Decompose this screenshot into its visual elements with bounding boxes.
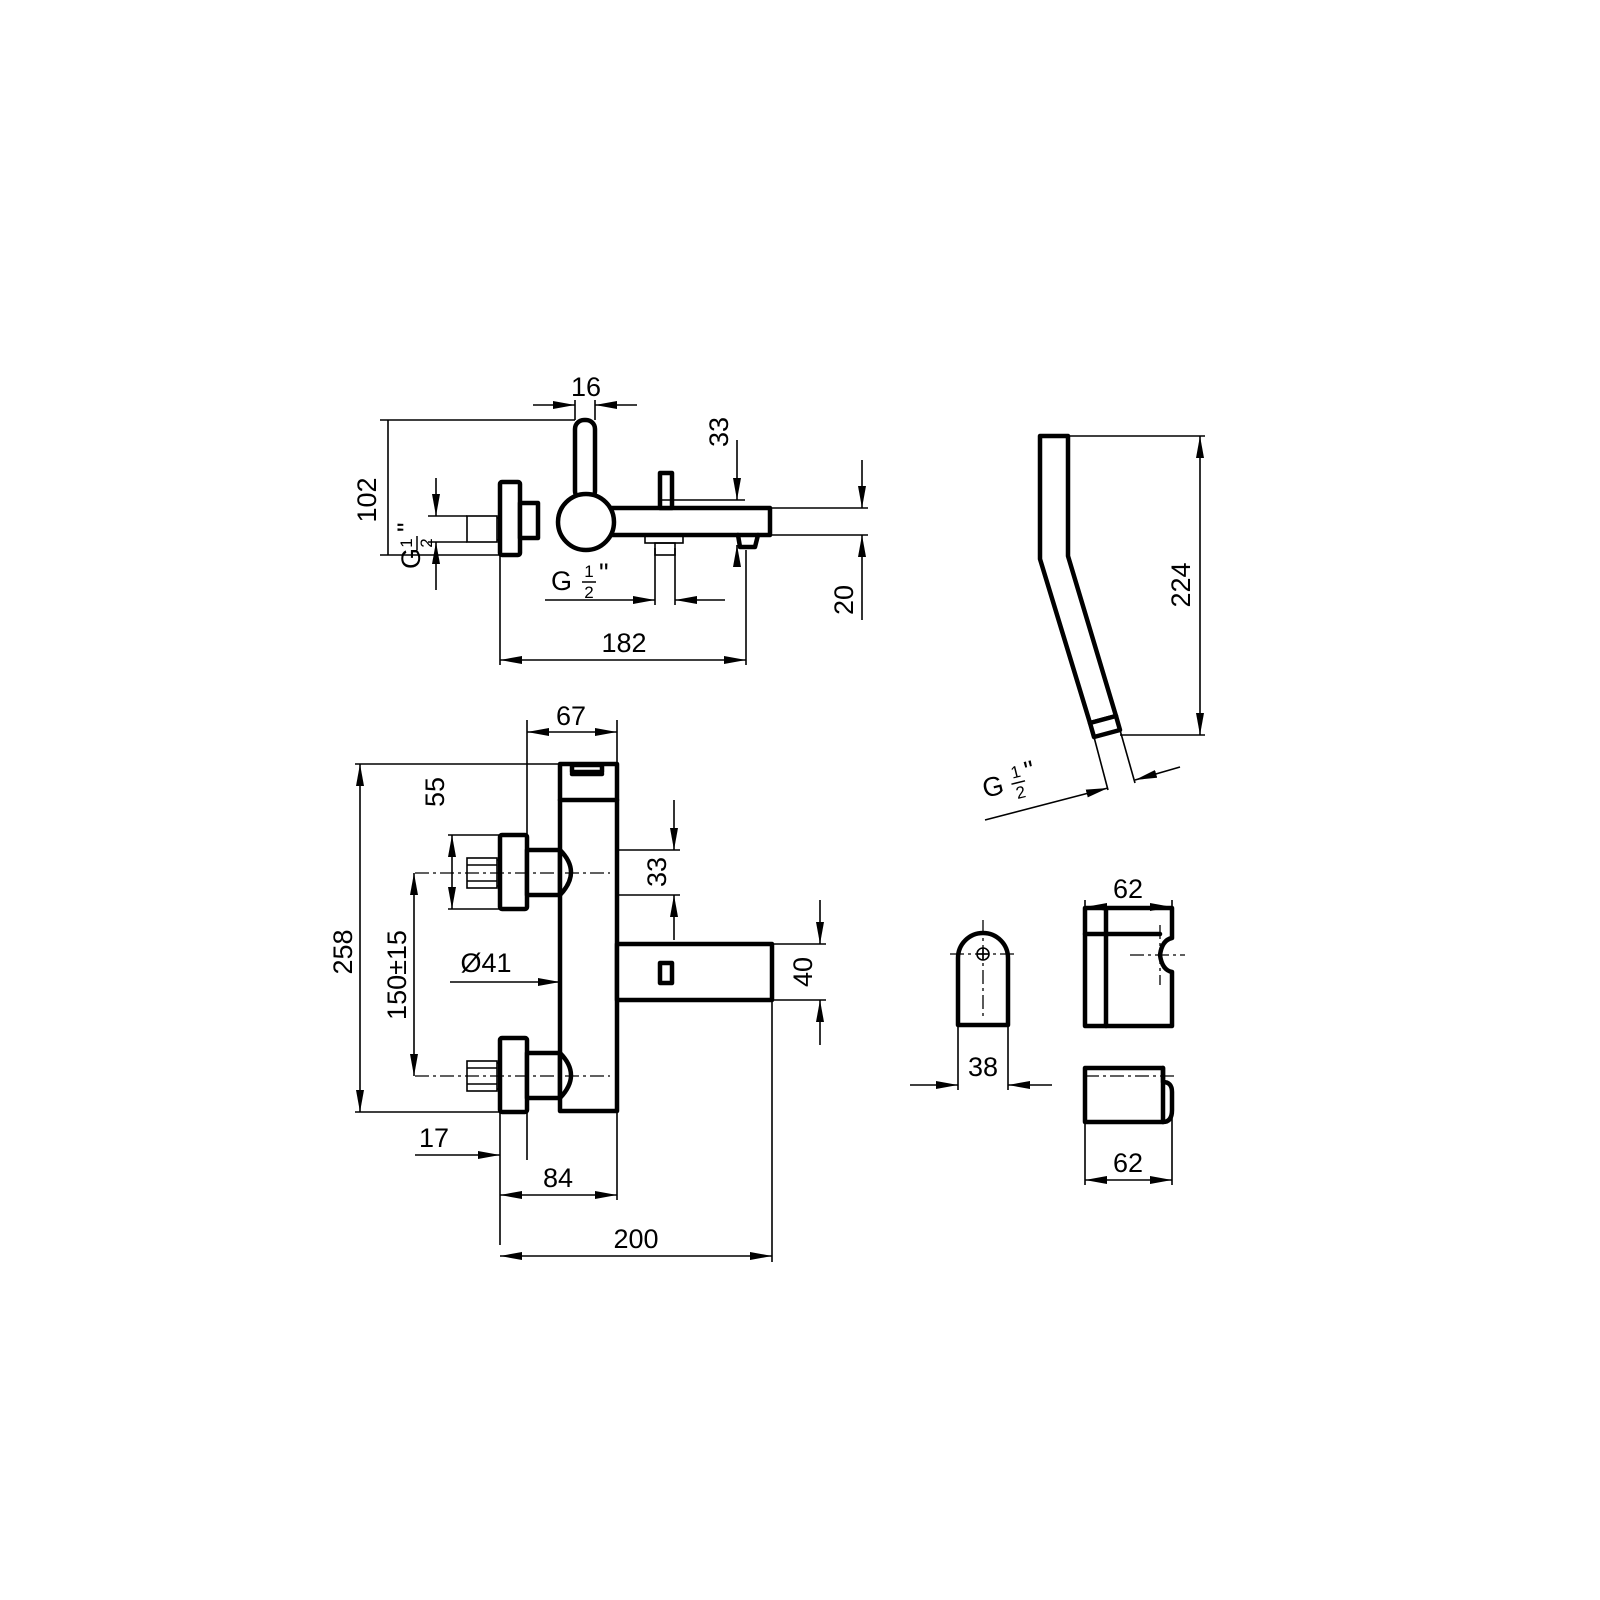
inlet-thread — [466, 515, 498, 543]
upper-handle-flange — [497, 832, 530, 912]
dim-outlet-thread-inch: " — [599, 558, 609, 588]
front-body — [557, 761, 620, 1114]
dim-spout-thickness: 40 — [788, 957, 818, 987]
hand-shower-body — [1037, 433, 1119, 726]
dim-holder-bottom-width: 62 — [1113, 1148, 1143, 1178]
inlet-nut — [517, 500, 541, 541]
dim-outlet-thread-num: 1 — [584, 562, 593, 581]
holder-bottom-view — [1082, 1065, 1175, 1125]
holder-top-body — [1082, 905, 1175, 1029]
holder-top-dimensions: 62 — [1084, 874, 1173, 938]
dim-diameter: Ø41 — [460, 948, 511, 978]
holder-top-view — [1082, 905, 1185, 1029]
shower-outlet — [654, 542, 676, 556]
hand-shower-view — [1037, 433, 1123, 740]
mixer-cartridge — [555, 491, 617, 553]
dim-wall-offset: 17 — [419, 1123, 449, 1153]
holder-side-view — [950, 920, 1016, 1028]
dim-hand-shower-length: 224 — [1166, 562, 1196, 607]
dim-hose-thread-den: 2 — [1014, 782, 1028, 803]
holder-bottom-dimensions: 62 — [1084, 1110, 1173, 1185]
handle-lever — [572, 417, 598, 503]
dim-inlet-thread-g: G — [396, 548, 426, 569]
dim-holder-side-width: 38 — [968, 1052, 998, 1082]
body-bar — [597, 505, 773, 538]
dim-hose-thread-g: G — [979, 770, 1007, 804]
dim-spout-height: 20 — [829, 585, 859, 615]
diverter-knob — [657, 470, 675, 511]
front-view — [415, 761, 775, 1115]
dim-hose-thread-num: 1 — [1009, 762, 1023, 783]
front-view-dimensions: 67 258 55 33 150±15 Ø41 40 17 — [328, 701, 826, 1262]
dim-inlet-thread-inch: " — [392, 522, 422, 532]
dim-depth: 84 — [543, 1163, 573, 1193]
spout-outlet — [657, 960, 675, 986]
holder-side-dimensions: 38 — [910, 1025, 1052, 1090]
top-view-dimensions: 16 33 102 G 1 2 " G 1 2 — [352, 372, 868, 665]
dim-overall-length: 200 — [613, 1224, 658, 1254]
dim-length: 182 — [601, 628, 646, 658]
dim-handle-width: 16 — [571, 372, 601, 402]
dim-height-total: 102 — [352, 477, 382, 522]
front-spout — [614, 941, 775, 1003]
dim-holder-top-width: 62 — [1113, 874, 1143, 904]
dim-spout-offset: 33 — [704, 417, 734, 447]
dim-total-height: 258 — [328, 929, 358, 974]
dim-centres: 150±15 — [382, 930, 412, 1020]
dim-body-width: 67 — [556, 701, 586, 731]
dim-inlet-thread-num: 1 — [397, 538, 416, 547]
lower-handle-flange — [497, 1035, 530, 1115]
spout-aerator — [735, 532, 761, 550]
dim-outlet-thread-den: 2 — [584, 583, 593, 602]
dim-outlet-thread-g: G — [551, 566, 572, 596]
dim-handle-spacing: 33 — [642, 857, 672, 887]
dim-top-offset: 55 — [420, 777, 450, 807]
wall-flange — [497, 479, 523, 558]
holder-bottom-body — [1082, 1065, 1175, 1125]
dim-inlet-thread-den: 2 — [417, 538, 436, 547]
